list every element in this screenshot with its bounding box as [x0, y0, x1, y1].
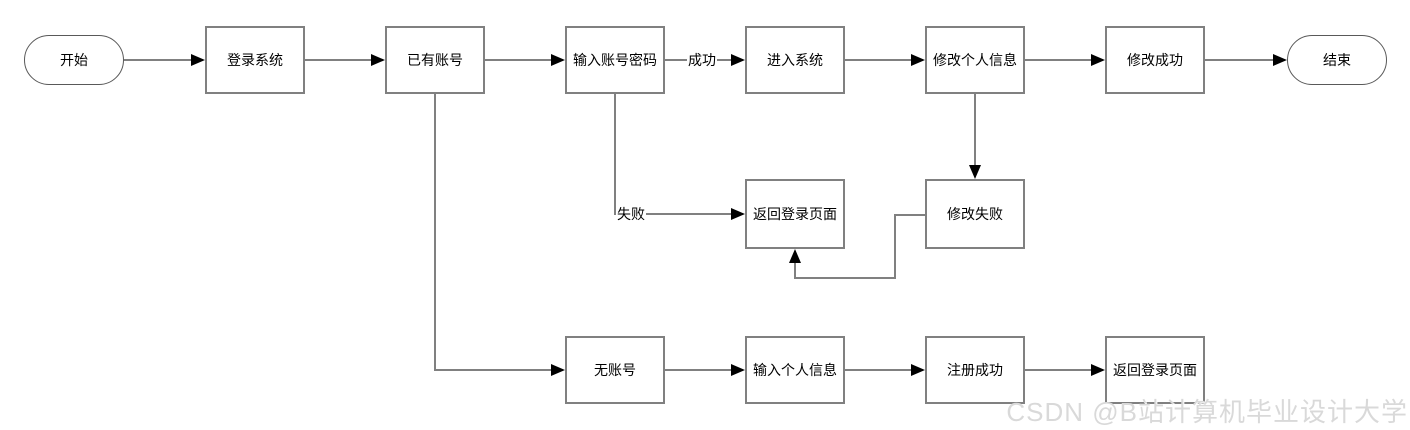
node-enter-personal-info: 输入个人信息	[745, 336, 845, 404]
node-modify-personal-info: 修改个人信息	[925, 26, 1025, 94]
edge-enter-credentials-to-return-login-fail	[614, 94, 745, 220]
node-modify-fail: 修改失败	[925, 179, 1025, 249]
node-start: 开始	[24, 35, 124, 85]
node-return-login-page: 返回登录页面	[745, 179, 845, 249]
edge-has-account-to-no-account	[434, 94, 565, 376]
node-register-success: 注册成功	[925, 336, 1025, 404]
node-enter-system: 进入系统	[745, 26, 845, 94]
edge-label-fail: 失败	[616, 206, 646, 222]
edge-modify-fail-to-return-login	[789, 214, 925, 279]
node-has-account: 已有账号	[385, 26, 485, 94]
node-modify-success: 修改成功	[1105, 26, 1205, 94]
node-enter-credentials: 输入账号密码	[565, 26, 665, 94]
csdn-watermark: CSDN @B站计算机毕业设计大学	[1006, 397, 1408, 427]
node-end: 结束	[1287, 35, 1387, 85]
node-login-system: 登录系统	[205, 26, 305, 94]
node-no-account: 无账号	[565, 336, 665, 404]
node-return-login-page-2: 返回登录页面	[1105, 336, 1205, 404]
edge-label-success: 成功	[687, 52, 717, 68]
